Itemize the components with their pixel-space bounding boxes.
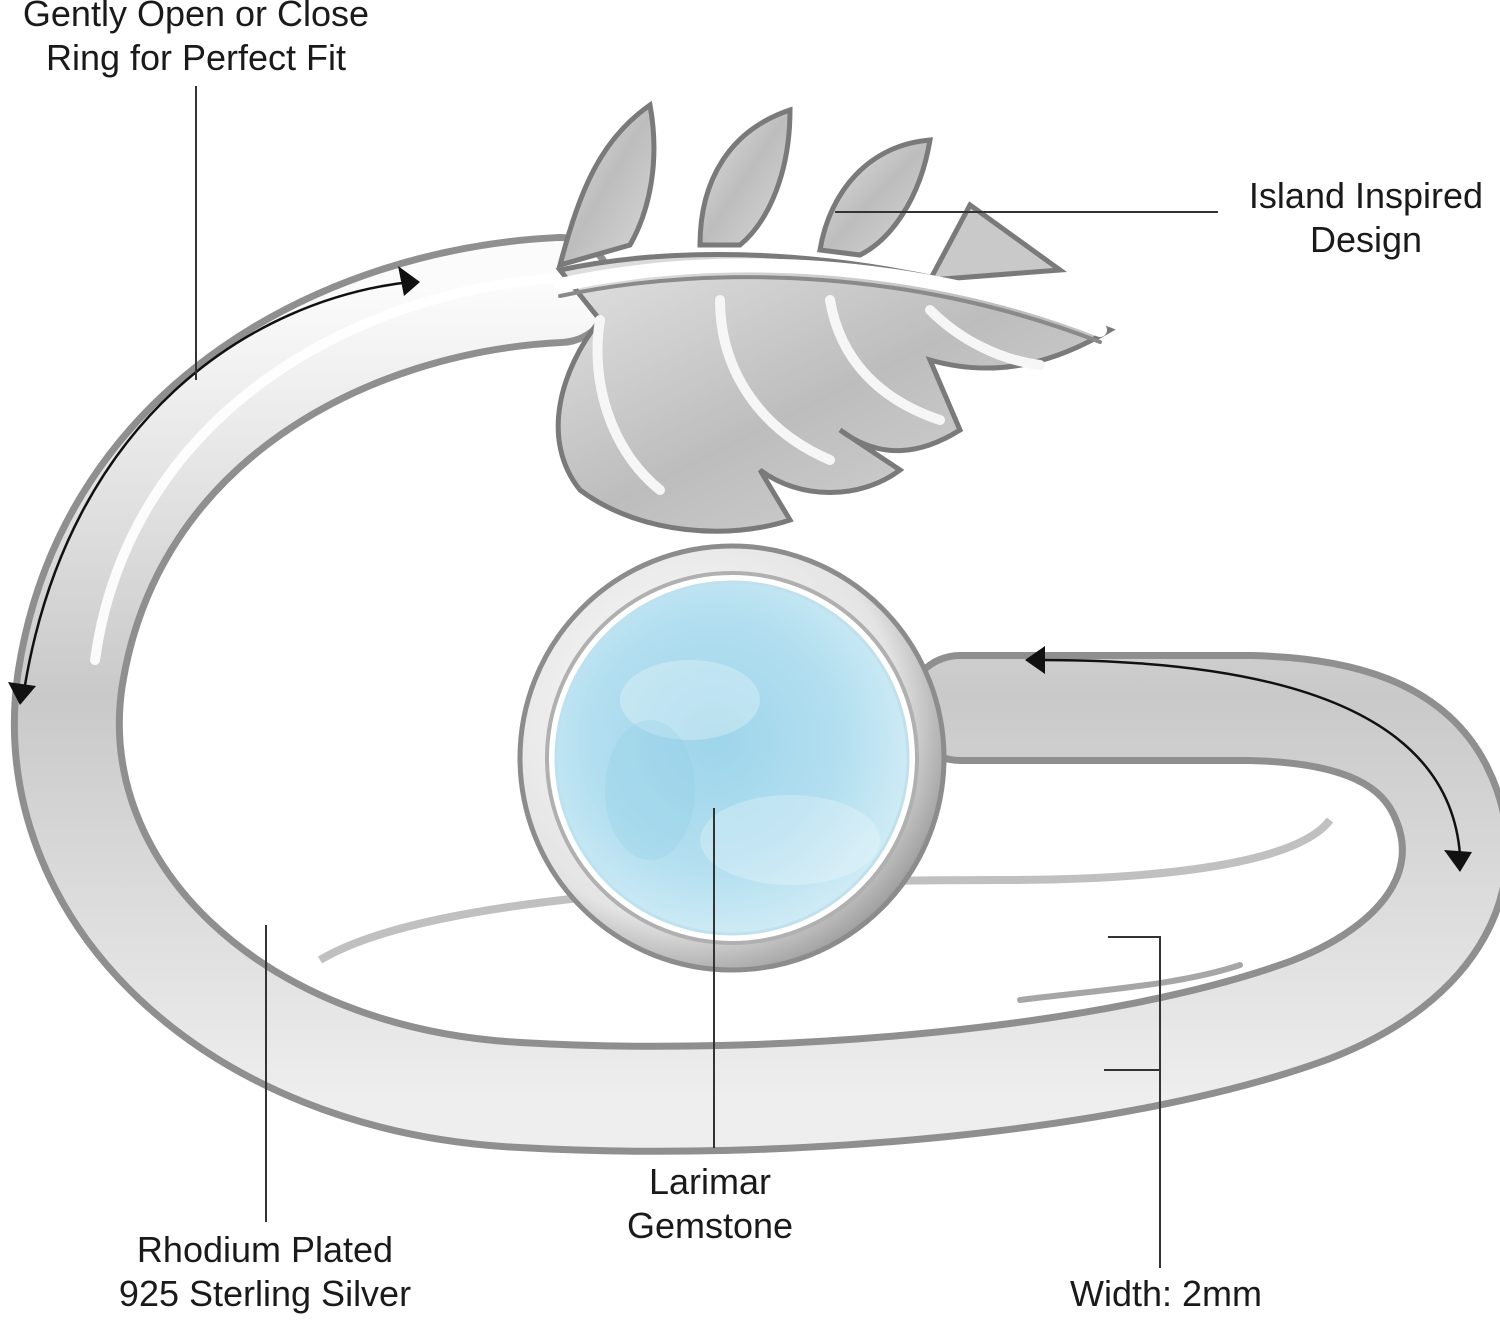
callout-line: 925 Sterling Silver [118,1273,412,1314]
callout-line: Gently Open or Close [22,0,370,34]
callout-line: Larimar [648,1161,772,1202]
callout-line: Width: 2mm [1069,1273,1263,1314]
material-callout: Rhodium Plated 925 Sterling Silver [90,1228,440,1316]
leaf-design [553,100,1116,534]
callout-line: Rhodium Plated [136,1229,394,1270]
gemstone-callout: Larimar Gemstone [612,1160,808,1248]
callout-line: Design [1309,219,1423,260]
width-callout: Width: 2mm [1054,1272,1278,1316]
arrow-head-icon [1025,646,1045,674]
callout-line: Ring for Perfect Fit [45,37,347,78]
arrow-head-icon [8,682,36,705]
larimar-stone [554,580,910,936]
arrow-head-icon [398,266,420,296]
callout-line: Gemstone [626,1205,794,1246]
callout-line: Island Inspired [1248,175,1484,216]
arrow-head-icon [1444,850,1472,872]
adjust-arrows [8,266,1472,872]
gemstone-setting [517,543,947,973]
adjustable-fit-callout: Gently Open or Close Ring for Perfect Fi… [0,0,392,80]
island-design-callout: Island Inspired Design [1232,174,1500,262]
leader-lines [195,86,1218,1268]
